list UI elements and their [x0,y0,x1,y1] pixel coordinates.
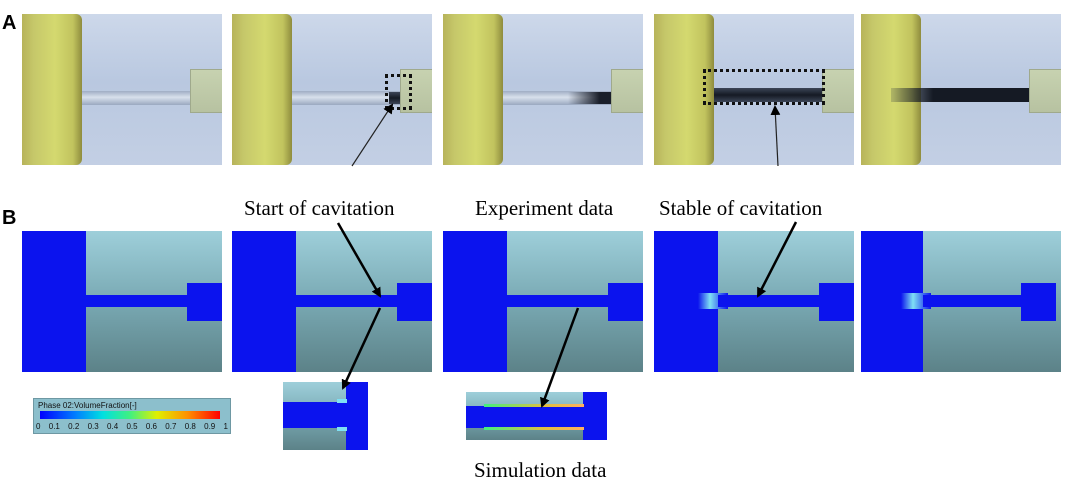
legend-tick-label: 0.7 [165,422,177,431]
legend-title: Phase 02:VolumeFraction[-] [38,401,137,410]
start-cavitation-box [385,74,412,110]
experiment-photo-5 [861,14,1061,165]
simulation-frame-4 [654,231,854,372]
legend-tick-label: 0.2 [68,422,80,431]
photo-start-arrow [351,103,394,167]
legend-ticks: 0 0.1 0.2 0.3 0.4 0.5 0.6 0.7 0.8 0.9 1 [36,422,228,431]
panel-letter-a: A [2,12,17,34]
start-cavitation-arrow [336,222,382,298]
stable-cavitation-arrow [756,221,798,298]
panel-letter-b: B [2,207,17,229]
label-experiment-data: Experiment data [475,196,614,220]
label-stable-of-cavitation: Stable of cavitation [659,196,823,220]
experiment-photo-1 [22,14,222,165]
legend-tick-label: 0.1 [48,422,60,431]
simulation-frame-1 [22,231,222,372]
simulation-frame-3 [443,231,643,372]
volume-fraction-legend: Phase 02:VolumeFraction[-] 0 0.1 0.2 0.3 0.4… [33,398,231,434]
legend-tick-label: 0.3 [87,422,99,431]
simulation-frame-5 [861,231,1061,372]
legend-tick-label: 0.6 [145,422,157,431]
zoom-inset-experiment [466,392,607,440]
legend-tick-label: 0 [36,422,41,431]
simulation-frame-2 [232,231,432,372]
photo-stable-arrow [770,105,781,167]
experiment-photo-4 [654,14,854,165]
legend-tick-label: 0.5 [126,422,138,431]
legend-tick-label: 0.8 [184,422,196,431]
zoom-inset-start [283,382,368,450]
legend-tick-label: 0.9 [204,422,216,431]
label-start-of-cavitation: Start of cavitation [244,196,395,220]
legend-tick-label: 0.4 [107,422,119,431]
zoom-start-arrow [341,307,382,390]
zoom-experiment-arrow [540,307,580,408]
experiment-photo-3 [443,14,643,165]
stable-cavitation-box [703,69,825,105]
legend-tick-label: 1 [223,422,228,431]
label-simulation-data: Simulation data [474,458,607,482]
legend-color-bar [40,411,220,419]
